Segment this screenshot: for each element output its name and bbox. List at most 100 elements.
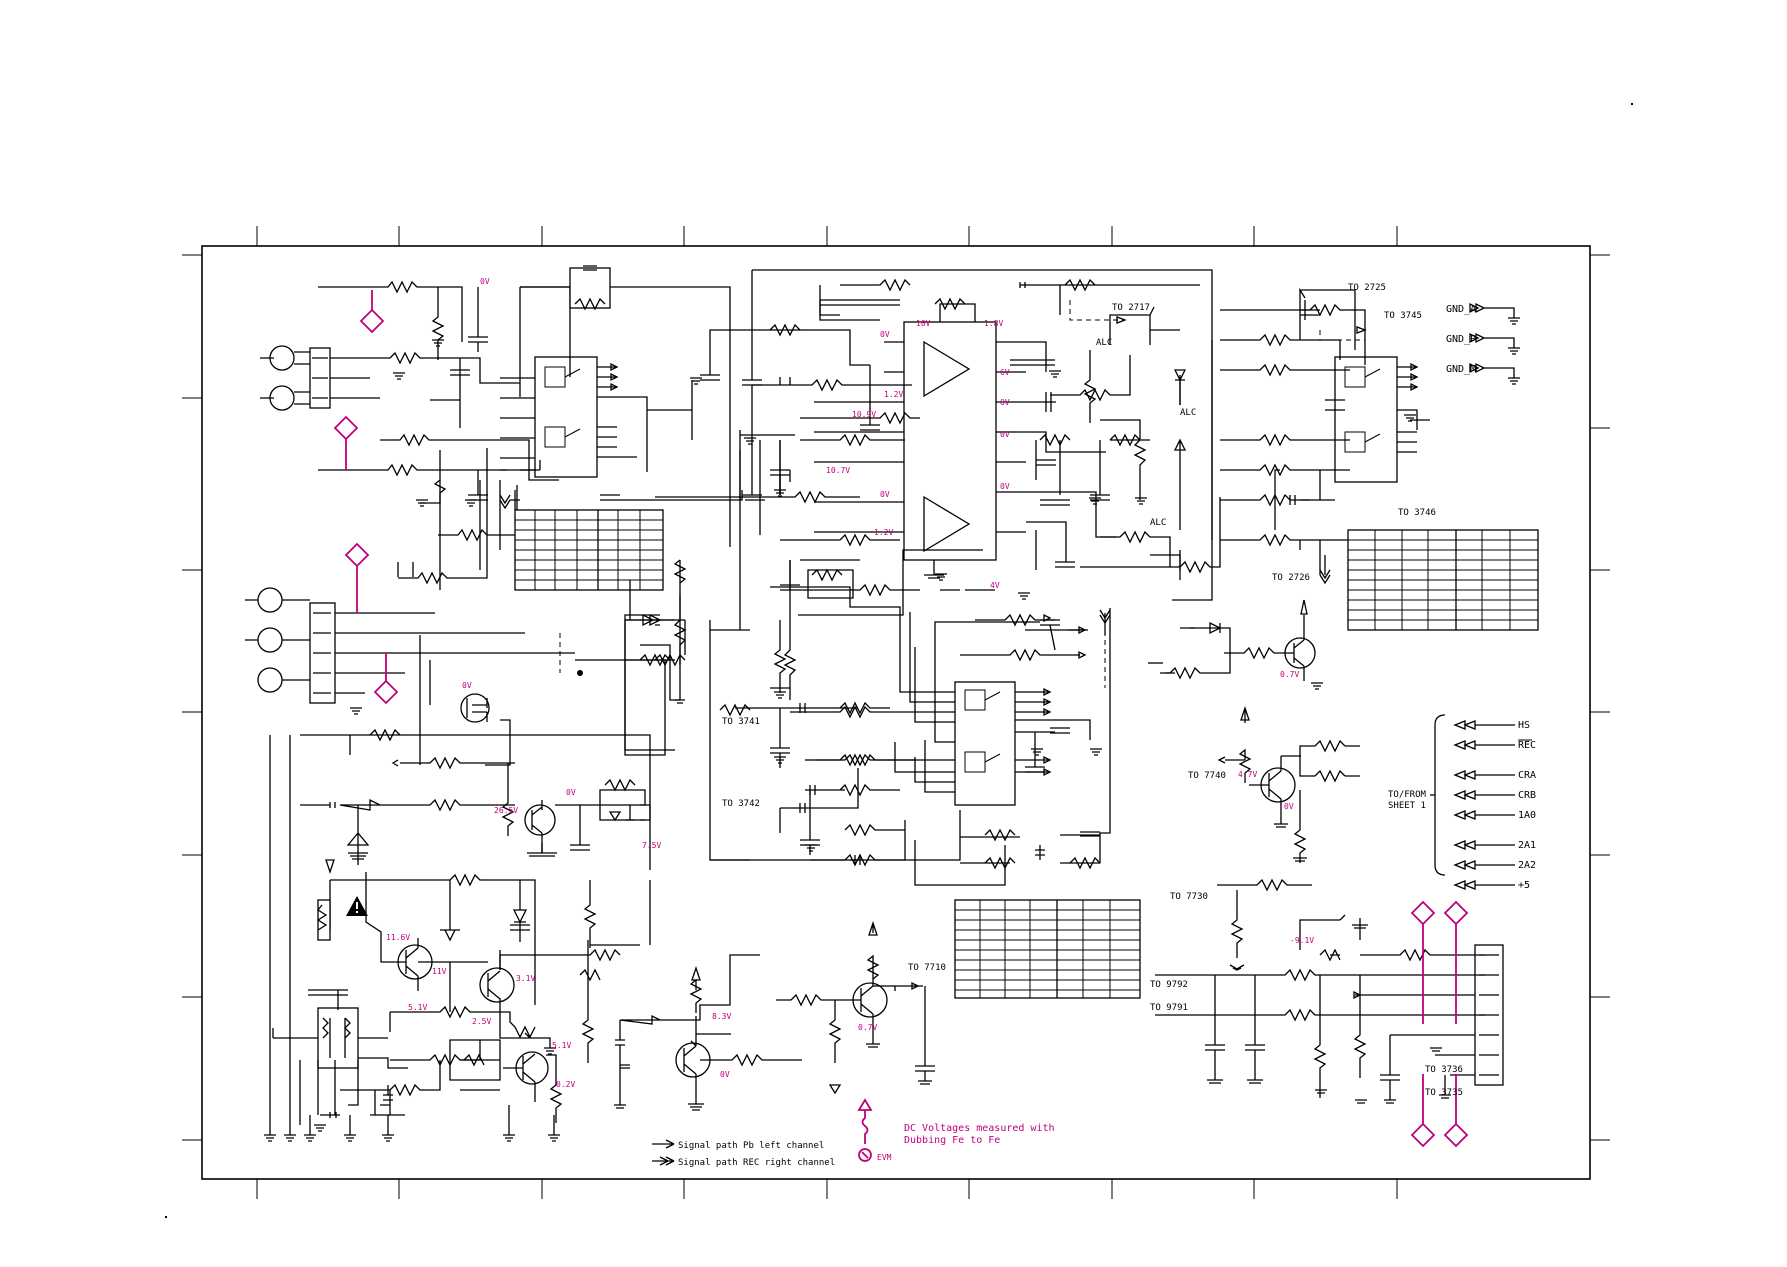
voltage-label: 0V bbox=[720, 1070, 730, 1079]
switch-ic-right bbox=[1211, 287, 1430, 575]
voltage-label: 5.1V bbox=[552, 1041, 571, 1050]
alc-label: ALC bbox=[1096, 338, 1112, 348]
sheet1-signal-list: TO/FROM SHEET 1 HS REC CRA CRB 1A0 2A1 2… bbox=[1388, 720, 1536, 891]
net-label-to-7740: TO 7740 bbox=[1188, 771, 1226, 781]
dc-note-line1: DC Voltages measured with bbox=[904, 1123, 1055, 1134]
net-label-to-7730: TO 7730 bbox=[1170, 892, 1208, 902]
legend: Signal path Pb left channel Signal path … bbox=[678, 1123, 1055, 1168]
voltage-label: 0V bbox=[1000, 482, 1010, 491]
voltage-label: 2.5V bbox=[472, 1017, 491, 1026]
net-labels: TO 2725 TO 2717 TO 3745 TO 3746 TO 2726 … bbox=[722, 283, 1463, 1098]
transistor-7710 bbox=[776, 920, 935, 1095]
head-connector-2 bbox=[245, 587, 583, 704]
voltage-label: 3.1V bbox=[516, 974, 535, 983]
sheet1-title: TO/FROM bbox=[1388, 790, 1427, 800]
voltage-label: 10.7V bbox=[826, 466, 850, 475]
net-label-to-7710: TO 7710 bbox=[908, 963, 946, 973]
signal-label: 2A2 bbox=[1518, 860, 1536, 871]
alc-network bbox=[1010, 278, 1221, 580]
net-label-to-2717: TO 2717 bbox=[1112, 303, 1150, 313]
signal-label: CRA bbox=[1518, 770, 1536, 781]
net-label-to-2725: TO 2725 bbox=[1348, 283, 1386, 293]
center-lower-network bbox=[624, 430, 1111, 886]
transistor-7740 bbox=[1217, 705, 1360, 863]
table-right bbox=[1347, 529, 1539, 631]
voltage-label: 5.1V bbox=[408, 1003, 427, 1012]
net-label-to-3741: TO 3741 bbox=[722, 717, 760, 727]
table-center bbox=[954, 899, 1141, 999]
warning-icon bbox=[346, 896, 368, 916]
head-connector-1 bbox=[260, 345, 520, 411]
transistor-right-top bbox=[1148, 599, 1316, 681]
voltage-label: 1.8V bbox=[984, 319, 1003, 328]
voltage-label: 6V bbox=[1000, 368, 1010, 377]
power-section-left bbox=[264, 635, 651, 1142]
voltage-label: 0V bbox=[1284, 802, 1294, 811]
ground-label-a: GND_A bbox=[1446, 304, 1476, 315]
sheet1-bracket bbox=[1430, 714, 1515, 890]
ground-labels: GND_A GND_P GND_M bbox=[1446, 304, 1476, 375]
signal-label: +5 bbox=[1518, 880, 1530, 891]
legend-arrows bbox=[652, 1139, 675, 1166]
net-label-to-3746: TO 3746 bbox=[1398, 508, 1436, 518]
voltage-label: 10.9V bbox=[852, 410, 876, 419]
switch-ic-center bbox=[770, 586, 1091, 806]
voltage-label: 0V bbox=[1000, 398, 1010, 407]
ground-label-p: GND_P bbox=[1446, 334, 1476, 345]
sheet1-subtitle: SHEET 1 bbox=[1388, 801, 1426, 811]
voltage-label: 1.2V bbox=[874, 528, 893, 537]
switch-ic-left bbox=[500, 286, 693, 478]
voltage-label: 10V bbox=[916, 319, 931, 328]
voltage-label: 0V bbox=[880, 330, 890, 339]
alc-label: ALC bbox=[1180, 408, 1196, 418]
input-network-top-left bbox=[318, 280, 559, 590]
dc-note-line2: Dubbing Fe to Fe bbox=[904, 1135, 1000, 1146]
net-label-to-9791: TO 9791 bbox=[1150, 1003, 1188, 1013]
voltage-label: 11.6V bbox=[386, 933, 410, 942]
voltage-label: 7.5V bbox=[642, 841, 661, 850]
voltage-label: 0.2V bbox=[556, 1080, 575, 1089]
signal-label: HS bbox=[1518, 720, 1530, 731]
voltage-label: 0V bbox=[566, 788, 576, 797]
voltage-label: 4V bbox=[990, 581, 1000, 590]
ground-symbols bbox=[350, 339, 1416, 852]
table-left bbox=[514, 509, 664, 591]
voltage-label: 0.7V bbox=[1280, 670, 1299, 679]
evm-probe-icon bbox=[857, 1098, 873, 1162]
voltage-label: 0V bbox=[880, 490, 890, 499]
net-label-to-3745: TO 3745 bbox=[1384, 311, 1422, 321]
voltage-label: 1.2V bbox=[884, 390, 903, 399]
net-label-to-3735: TO 3735 bbox=[1425, 1088, 1463, 1098]
opamp-peripherals bbox=[655, 269, 1213, 700]
ground-label-m: GND_M bbox=[1446, 364, 1476, 375]
evm-label: EVM bbox=[877, 1153, 892, 1162]
voltage-label: -9.1V bbox=[1290, 936, 1314, 945]
voltage-label: 0.7V bbox=[858, 1023, 877, 1032]
signal-label: 1A0 bbox=[1518, 810, 1536, 821]
signal-label: REC bbox=[1518, 740, 1536, 751]
net-label-to-2726: TO 2726 bbox=[1272, 573, 1310, 583]
test-points bbox=[333, 290, 1469, 1148]
voltage-label: 0V bbox=[1000, 430, 1010, 439]
legend-pb-left: Signal path Pb left channel bbox=[678, 1141, 824, 1151]
alc-labels: ALC ALC ALC bbox=[1096, 338, 1196, 528]
signal-label: 2A1 bbox=[1518, 840, 1536, 851]
voltage-label: 11V bbox=[432, 967, 447, 976]
connector-bottom-right bbox=[1155, 878, 1504, 1104]
dual-opamp-ic bbox=[814, 297, 1026, 579]
legend-rec-right: Signal path REC right channel bbox=[678, 1158, 835, 1168]
voltage-annotations: 0V 10V 1.8V 0V 1.2V 6V 10.9V 0V 0V 10.7V… bbox=[386, 277, 1314, 1089]
net-label-to-9792: TO 9792 bbox=[1150, 980, 1188, 990]
net-label-to-3736: TO 3736 bbox=[1425, 1065, 1463, 1075]
voltage-label: 0V bbox=[480, 277, 490, 286]
ground-connection-group bbox=[1469, 302, 1520, 385]
alc-label: ALC bbox=[1150, 518, 1166, 528]
voltage-label: 4.7V bbox=[1238, 770, 1257, 779]
signal-label: CRB bbox=[1518, 790, 1536, 801]
voltage-label: 26.5V bbox=[494, 806, 518, 815]
voltage-label: 8.3V bbox=[712, 1012, 731, 1021]
center-left-interconnect bbox=[500, 450, 765, 756]
transistor-buffer bbox=[614, 954, 802, 1111]
